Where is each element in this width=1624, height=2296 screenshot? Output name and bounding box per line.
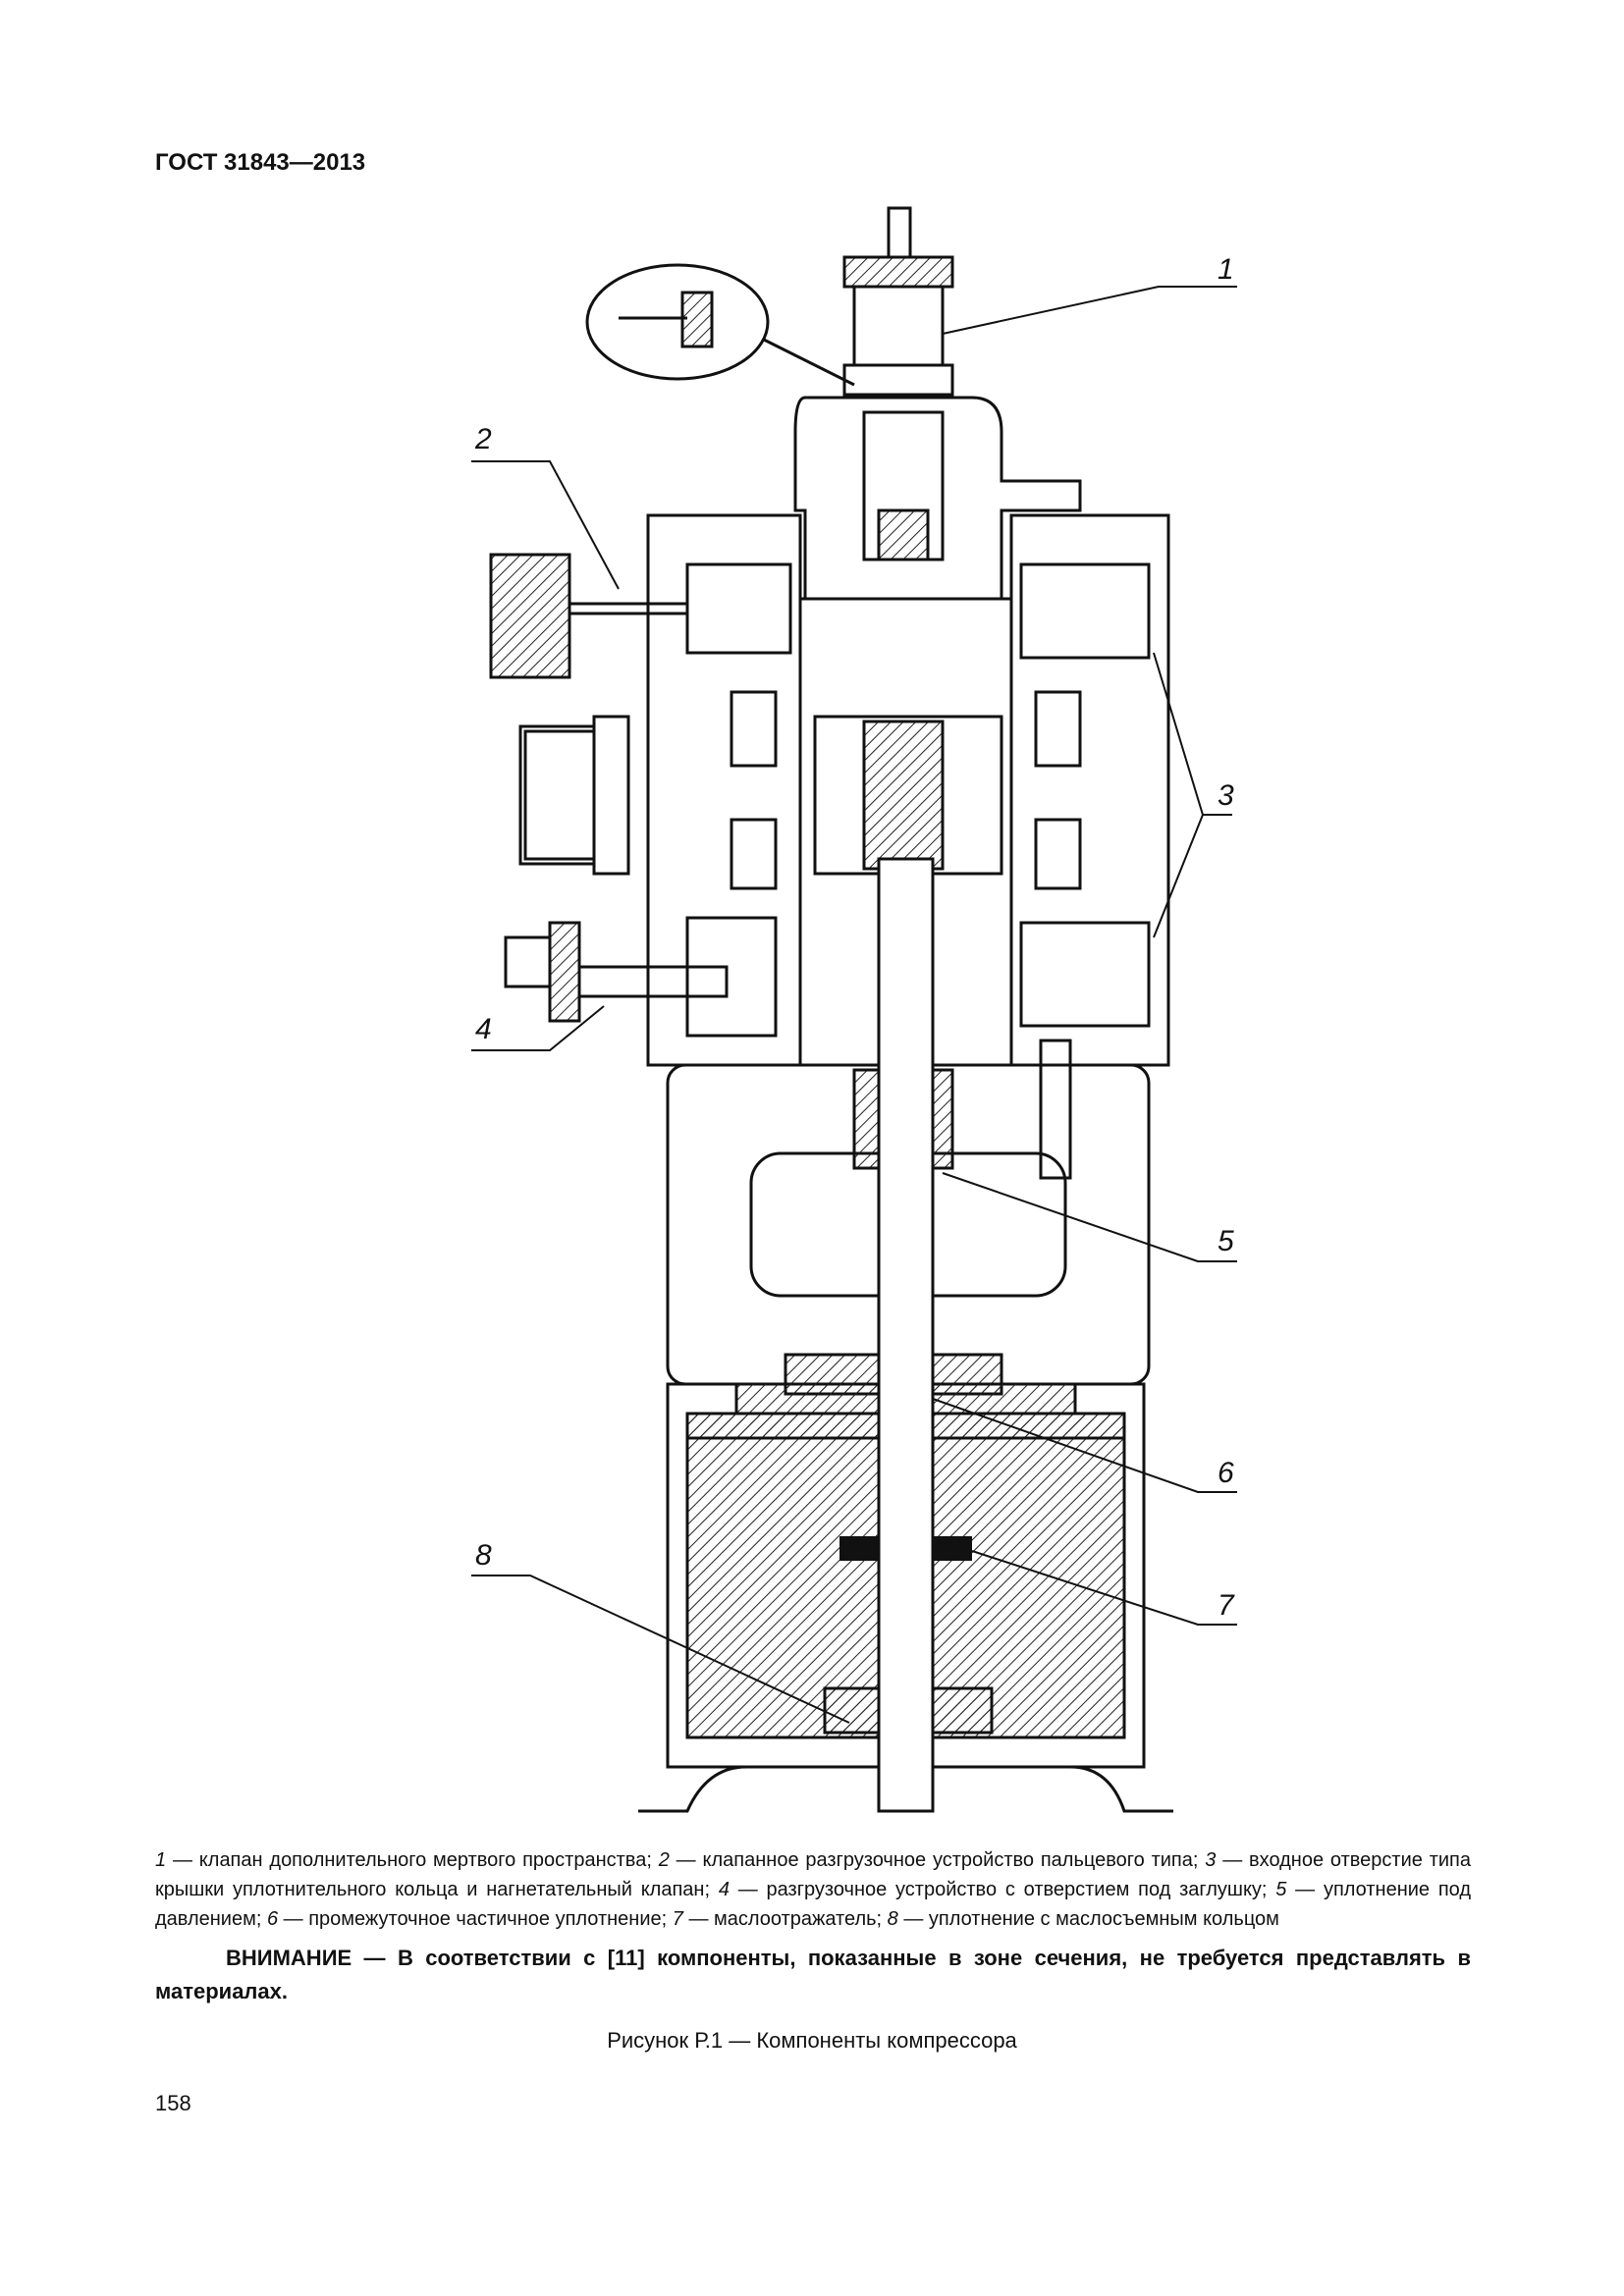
legend-num-6: 6 bbox=[266, 1908, 279, 1930]
legend-text-7: — маслоотражатель; bbox=[682, 1908, 888, 1930]
legend-text-1: — клапан дополнительного мертвого простр… bbox=[166, 1849, 659, 1871]
compressor-section-drawing: 1 2 3 4 5 6 7 8 bbox=[471, 206, 1237, 1813]
legend-text-6: — промежуточное частичное уплотнение; bbox=[278, 1908, 673, 1930]
legend-text-4: — разгрузочное устройство с отверстием п… bbox=[729, 1879, 1276, 1900]
callout-1: 1 bbox=[1218, 253, 1234, 286]
unloader-plug bbox=[504, 935, 552, 988]
legend-num-2: 2 bbox=[658, 1849, 670, 1871]
legend-num-3: 3 bbox=[1205, 1849, 1217, 1871]
legend-text-2: — клапанное разгрузочное устройство паль… bbox=[669, 1849, 1206, 1871]
right-valve-housing bbox=[1009, 513, 1170, 1067]
oil-deflector bbox=[839, 1536, 879, 1561]
legend-num-7: 7 bbox=[672, 1908, 683, 1930]
detail-ellipse bbox=[585, 263, 770, 381]
figure-legend: 1 — клапан дополнительного мертвого прос… bbox=[155, 1845, 1471, 1934]
legend-num-4: 4 bbox=[718, 1879, 730, 1900]
standard-code: ГОСТ 31843—2013 bbox=[155, 149, 366, 176]
suction-valve-upper bbox=[1019, 562, 1151, 660]
legend-num-8: 8 bbox=[887, 1908, 898, 1930]
valve-stem bbox=[887, 206, 912, 259]
left-valve-housing bbox=[646, 513, 802, 1067]
warning-note: ВНИМАНИЕ — В соответствии с [11] компоне… bbox=[155, 1946, 1471, 2003]
legend-num-1: 1 bbox=[155, 1849, 167, 1871]
callout-5: 5 bbox=[1218, 1225, 1234, 1257]
legend-num-5: 5 bbox=[1275, 1879, 1287, 1900]
callout-7: 7 bbox=[1218, 1589, 1235, 1622]
figure-caption: Рисунок Р.1 — Компоненты компрессора bbox=[607, 2028, 1017, 2053]
piston-rod bbox=[877, 857, 935, 1813]
page-number: 158 bbox=[155, 2091, 191, 2115]
legend-text-5: — уплотнение под давлением; bbox=[155, 1879, 1472, 1930]
callout-2: 2 bbox=[474, 423, 492, 455]
legend-text-3: — входное отверстие типа крышки уплотнит… bbox=[155, 1849, 1471, 1900]
stud bbox=[1039, 1039, 1072, 1180]
legend-text-8: — уплотнение с маслосъемным кольцом bbox=[897, 1908, 1279, 1930]
valve-cap bbox=[842, 255, 954, 289]
discharge-valve-lower bbox=[1019, 921, 1151, 1028]
unloader-device bbox=[489, 553, 571, 679]
cylinder-head bbox=[793, 396, 1082, 601]
valve-body-upper bbox=[852, 285, 945, 367]
valve-block-left bbox=[685, 562, 792, 655]
unloader-chamber bbox=[685, 916, 778, 1038]
callout-6: 6 bbox=[1218, 1457, 1234, 1489]
callout-8: 8 bbox=[475, 1539, 492, 1572]
callout-3: 3 bbox=[1218, 779, 1234, 812]
callout-4: 4 bbox=[475, 1013, 492, 1045]
